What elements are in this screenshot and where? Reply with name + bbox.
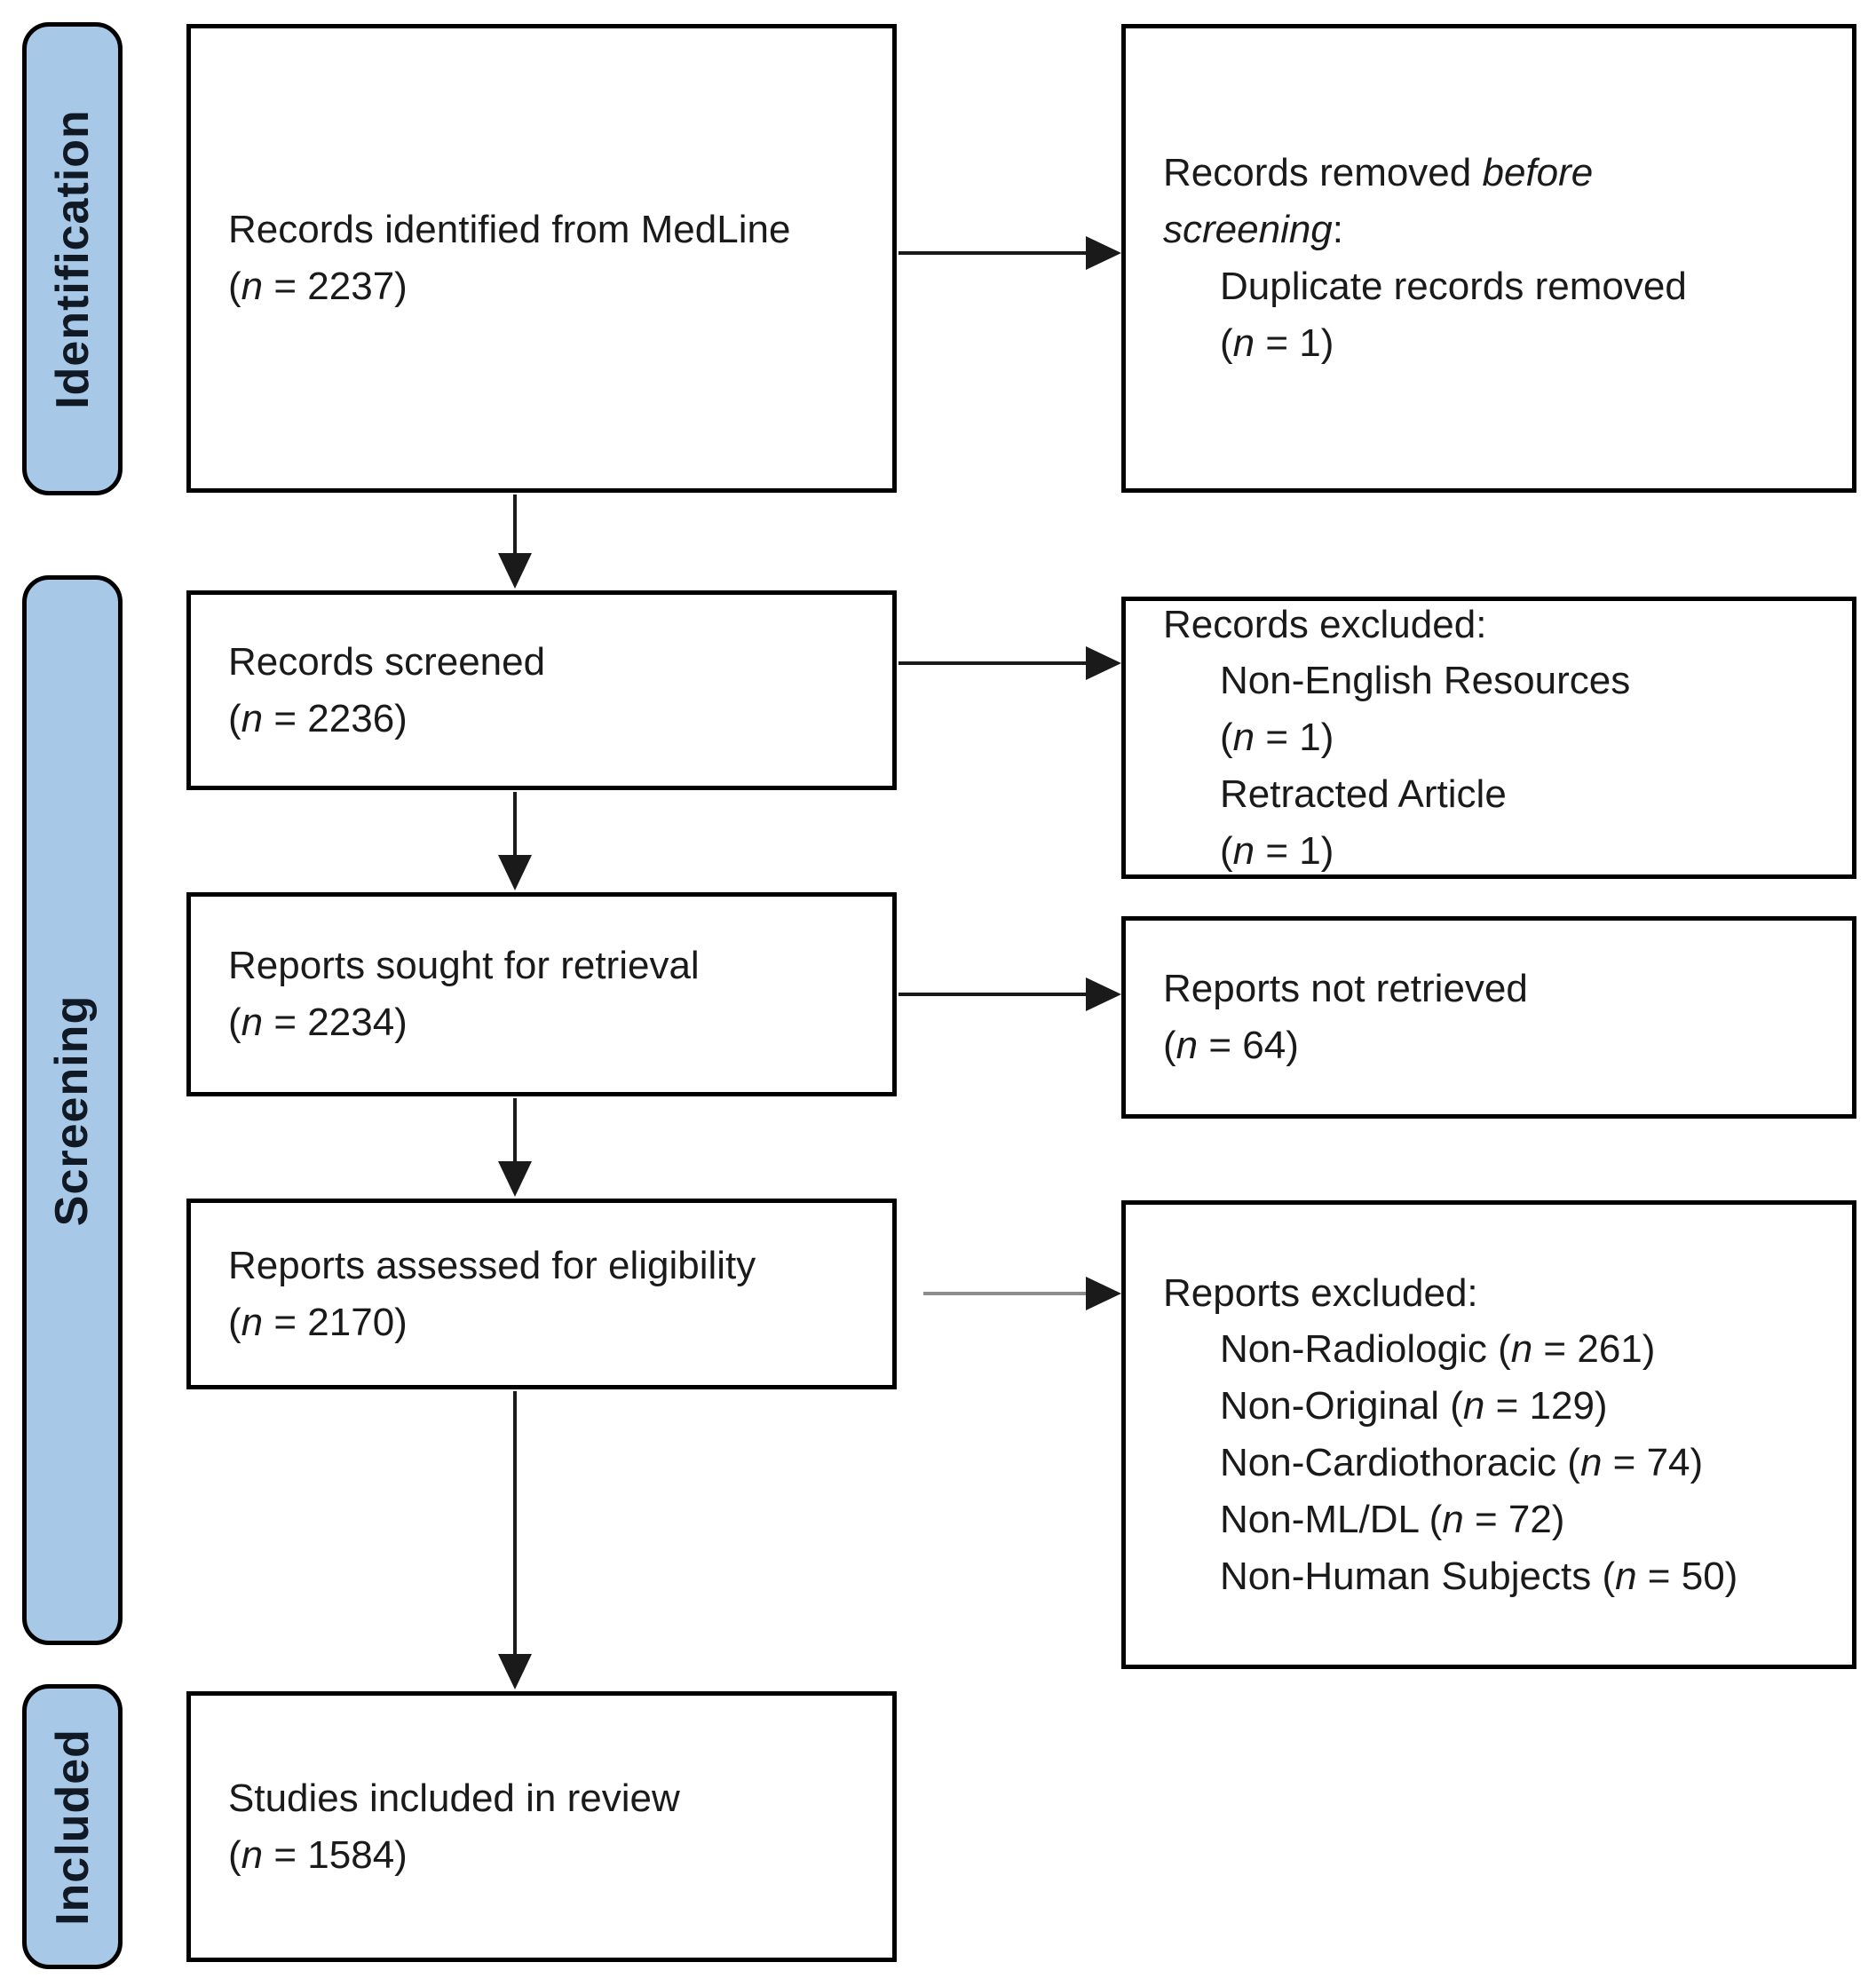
heading-italic: screening [1163, 208, 1333, 252]
box-count: (n = 2237) [228, 265, 408, 308]
excluded-item-count: (n = 1) [1220, 828, 1334, 873]
arrow-down-icon [498, 1654, 532, 1689]
excluded-item-label: Retracted Article [1220, 771, 1507, 816]
box-records-removed: Records removed before screening: Duplic… [1121, 24, 1856, 493]
heading-colon: : [1332, 208, 1344, 252]
stage-bar-included: Included [22, 1684, 123, 1969]
box-reports-not-retrieved-text: Reports not retrieved (n = 64) [1126, 961, 1553, 1074]
arrow-right-shaft [898, 993, 1088, 996]
box-reports-not-retrieved: Reports not retrieved (n = 64) [1121, 916, 1856, 1119]
box-label: Records screened [228, 639, 546, 684]
side-box-heading: Reports excluded: [1163, 1270, 1478, 1315]
box-label: Reports sought for retrieval [228, 944, 700, 988]
box-records-screened-text: Records screened (n = 2236) [191, 634, 570, 748]
excluded-item: Duplicate records removed (n = 1) [1220, 258, 1687, 372]
box-label: Reports assessed for eligibility [228, 1243, 756, 1287]
arrow-down-icon [498, 553, 532, 589]
box-reports-sought: Reports sought for retrieval (n = 2234) [186, 892, 897, 1096]
arrow-right-icon [1086, 1277, 1121, 1310]
arrow-down-shaft [513, 1391, 517, 1656]
excluded-item: Non-Cardiothoracic (n = 74) [1220, 1435, 1737, 1491]
stage-label-screening: Screening [46, 994, 99, 1226]
box-reports-assessed: Reports assessed for eligibility (n = 21… [186, 1199, 897, 1389]
excluded-item-count: (n = 74) [1567, 1441, 1704, 1484]
excluded-item-count: (n = 261) [1498, 1327, 1656, 1372]
excluded-item-label: Non-Original [1220, 1384, 1439, 1428]
heading-plain: Records removed [1163, 151, 1483, 195]
arrow-right-shaft-gray [923, 1292, 1088, 1295]
excluded-item: Non-ML/DL (n = 72) [1220, 1491, 1737, 1548]
arrow-down-icon [498, 855, 532, 890]
excluded-item-count: (n = 50) [1602, 1554, 1738, 1598]
excluded-item-list: Non-Radiologic (n = 261) Non-Original (n… [1220, 1321, 1737, 1604]
arrow-down-shaft [513, 1098, 517, 1163]
excluded-item: Non-English Resources (n = 1) Retracted … [1220, 653, 1630, 879]
excluded-item-label: Non-Cardiothoracic [1220, 1441, 1557, 1484]
excluded-item-count: (n = 1) [1220, 320, 1334, 365]
heading-italic: before [1482, 151, 1594, 195]
excluded-item-label: Non-ML/DL [1220, 1497, 1419, 1541]
excluded-item-count: (n = 1) [1220, 716, 1334, 760]
excluded-item-count: (n = 72) [1429, 1497, 1565, 1541]
stage-label-included: Included [46, 1728, 99, 1926]
box-records-excluded-text: Records excluded: Non-English Resources … [1126, 597, 1655, 880]
box-records-removed-text: Records removed before screening: Duplic… [1126, 145, 1712, 371]
side-box-heading: Records removed before screening: [1163, 145, 1687, 258]
excluded-item: Non-Human Subjects (n = 50) [1220, 1548, 1737, 1605]
box-count: (n = 2170) [228, 1300, 408, 1344]
stage-label-identification: Identification [46, 108, 99, 409]
box-count: (n = 64) [1163, 1024, 1299, 1067]
box-label: Reports not retrieved [1163, 967, 1528, 1011]
side-box-heading: Records excluded: [1163, 602, 1487, 646]
excluded-item-label: Non-Human Subjects [1220, 1554, 1592, 1598]
box-reports-excluded: Reports excluded: Non-Radiologic (n = 26… [1121, 1200, 1856, 1669]
arrow-right-shaft [898, 251, 1088, 255]
box-records-screened: Records screened (n = 2236) [186, 590, 897, 790]
arrow-right-icon [1086, 977, 1121, 1011]
box-records-excluded: Records excluded: Non-English Resources … [1121, 597, 1856, 879]
stage-bar-identification: Identification [22, 22, 123, 495]
box-reports-excluded-text: Reports excluded: Non-Radiologic (n = 26… [1126, 1265, 1762, 1605]
arrow-right-shaft [898, 661, 1088, 665]
box-records-identified-text: Records identified from MedLine (n = 223… [191, 202, 815, 315]
arrow-down-icon [498, 1161, 532, 1197]
excluded-item: Non-Radiologic (n = 261) [1220, 1321, 1737, 1378]
box-count: (n = 1584) [228, 1832, 408, 1877]
box-records-identified: Records identified from MedLine (n = 223… [186, 24, 897, 493]
box-studies-included-text: Studies included in review (n = 1584) [191, 1770, 705, 1884]
box-label: Records identified from MedLine [228, 208, 791, 252]
excluded-item-count: (n = 129) [1450, 1384, 1608, 1428]
arrow-right-icon [1086, 646, 1121, 680]
arrow-right-icon [1086, 236, 1121, 270]
box-count: (n = 2236) [228, 696, 408, 740]
box-reports-assessed-text: Reports assessed for eligibility (n = 21… [191, 1238, 780, 1351]
excluded-item-label: Non-English Resources [1220, 659, 1631, 703]
box-count: (n = 2234) [228, 1001, 408, 1044]
excluded-item: Non-Original (n = 129) [1220, 1378, 1737, 1435]
excluded-item-label: Duplicate records removed [1220, 265, 1687, 308]
box-reports-sought-text: Reports sought for retrieval (n = 2234) [191, 938, 724, 1051]
stage-bar-screening: Screening [22, 575, 123, 1645]
box-label: Studies included in review [228, 1776, 680, 1820]
excluded-item-label: Non-Radiologic [1220, 1327, 1487, 1372]
box-studies-included: Studies included in review (n = 1584) [186, 1691, 897, 1962]
arrow-down-shaft [513, 792, 517, 857]
arrow-down-shaft [513, 495, 517, 555]
